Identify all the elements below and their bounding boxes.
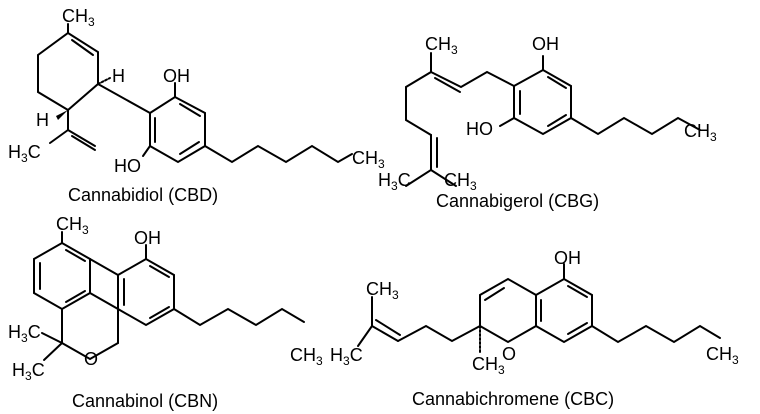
- cbg-caption: Cannabigerol (CBG): [436, 191, 599, 211]
- cbn-right-ring: [117, 257, 175, 327]
- cbc-pyran-double: [484, 287, 505, 301]
- cbn-oh-label: OH: [134, 228, 161, 248]
- cbg-aromatic-ring: [513, 68, 572, 136]
- cbg-chain-upper: [430, 70, 515, 89]
- cbd-h-label-2: H: [36, 110, 49, 130]
- cbg-aromatic-double-1: [547, 76, 567, 89]
- cbc-pyran-ring: [479, 277, 537, 344]
- cbg-double-bond-1: [434, 77, 461, 93]
- cbd-ring-link-bond: [97, 83, 151, 114]
- cbd-h-hash-bond: [97, 77, 111, 85]
- cbn-pentyl-end-label: CH3: [290, 345, 323, 368]
- cbd-isopropenyl-vinyl-bond: [67, 129, 96, 147]
- cbc-pentyl-chain: [591, 324, 721, 344]
- cbd-isopropenyl-methyl-bond: [49, 129, 69, 144]
- cbc-structure: [357, 263, 721, 353]
- cbd-caption: Cannabidiol (CBD): [68, 185, 218, 205]
- cbn-ring-oxygen-label: O: [84, 349, 98, 369]
- cbn-me1-label: H3C: [8, 322, 41, 345]
- cbd-pentyl-end-label: CH3: [352, 148, 385, 171]
- cbg-dimethyl-left-label: H3C: [378, 170, 411, 193]
- cbg-structure: [405, 52, 701, 187]
- cbg-aromatic-double-2: [547, 114, 567, 127]
- cbd-ring-double-bond: [71, 39, 94, 56]
- cbd-isopropenyl-double: [71, 135, 96, 151]
- cbn-methyl-label: CH3: [56, 214, 89, 237]
- cbd-methyl-label: CH3: [62, 6, 95, 29]
- cbd-oh-bottom-bond: [142, 145, 151, 157]
- cbc-dimethyl-left-bond: [357, 325, 373, 347]
- cbd-structure: [37, 23, 353, 164]
- cbc-aromatic-ring: [535, 277, 593, 344]
- cbc-pentyl-end-label: CH3: [706, 344, 739, 367]
- cbc-aromatic-double-2: [567, 322, 588, 335]
- cbc-oh-label: OH: [554, 248, 581, 268]
- cbg-oh-top-label: OH: [532, 34, 559, 54]
- cbd-oh-top-label: OH: [163, 66, 190, 86]
- cbn-me2-bond: [43, 342, 63, 361]
- cbg-pentyl-chain: [570, 116, 701, 136]
- cbc-dimethyl-left-label: H3C: [330, 345, 363, 368]
- cbn-pentyl-chain: [173, 307, 305, 327]
- cbn-biaryl-bond: [89, 258, 119, 276]
- cbc-aromatic-double-1: [567, 285, 588, 298]
- cbd-pentyl-chain: [204, 144, 353, 164]
- cbc-ring-oxygen-label: O: [502, 344, 516, 364]
- cbn-right-double-3: [149, 306, 170, 319]
- cbg-geranyl-chain: [405, 52, 432, 187]
- cbc-chain: [397, 324, 481, 343]
- cbc-ring-methyl-label: CH3: [472, 354, 505, 377]
- cbc-caption: Cannabichromene (CBC): [412, 389, 614, 409]
- cbg-methyl-label: CH3: [425, 34, 458, 57]
- cbd-aromatic-double-1: [179, 103, 201, 117]
- cbn-right-double-2: [149, 265, 170, 278]
- cbd-h-wedge-bond: [56, 110, 68, 120]
- cbn-middle-ring: [61, 292, 119, 361]
- cbc-chain-bond-1: [371, 325, 399, 342]
- cbn-left-ring: [33, 241, 91, 311]
- cbg-pentyl-end-label: CH3: [684, 121, 717, 144]
- cbn-left-double-1: [65, 249, 86, 262]
- cbd-aromatic-double-2: [179, 141, 200, 155]
- cbg-dimethyl-right-bond: [430, 169, 457, 187]
- cbg-dimethyl-right-label: CH3: [444, 170, 477, 193]
- cbn-left-double-3: [65, 290, 86, 303]
- cbn-caption: Cannabinol (CBN): [72, 391, 218, 411]
- cbg-oh-bottom-bond: [499, 117, 515, 127]
- cbn-me1-bond: [41, 332, 63, 344]
- cbd-oh-bottom-label: HO: [114, 156, 141, 176]
- cbd-h-label-1: H: [112, 66, 125, 86]
- cbg-oh-bottom-label: HO: [466, 119, 493, 139]
- cbn-me2-label: H3C: [12, 360, 45, 383]
- cbd-aromatic-ring: [149, 95, 206, 164]
- cbc-chain-double: [375, 319, 401, 336]
- cbn-structure: [33, 231, 305, 361]
- cbd-isopropenyl-methyl-label: H3C: [8, 142, 41, 165]
- cbd-cyclohexene-ring: [37, 31, 99, 112]
- cbc-methyl-top-label: CH3: [366, 279, 399, 302]
